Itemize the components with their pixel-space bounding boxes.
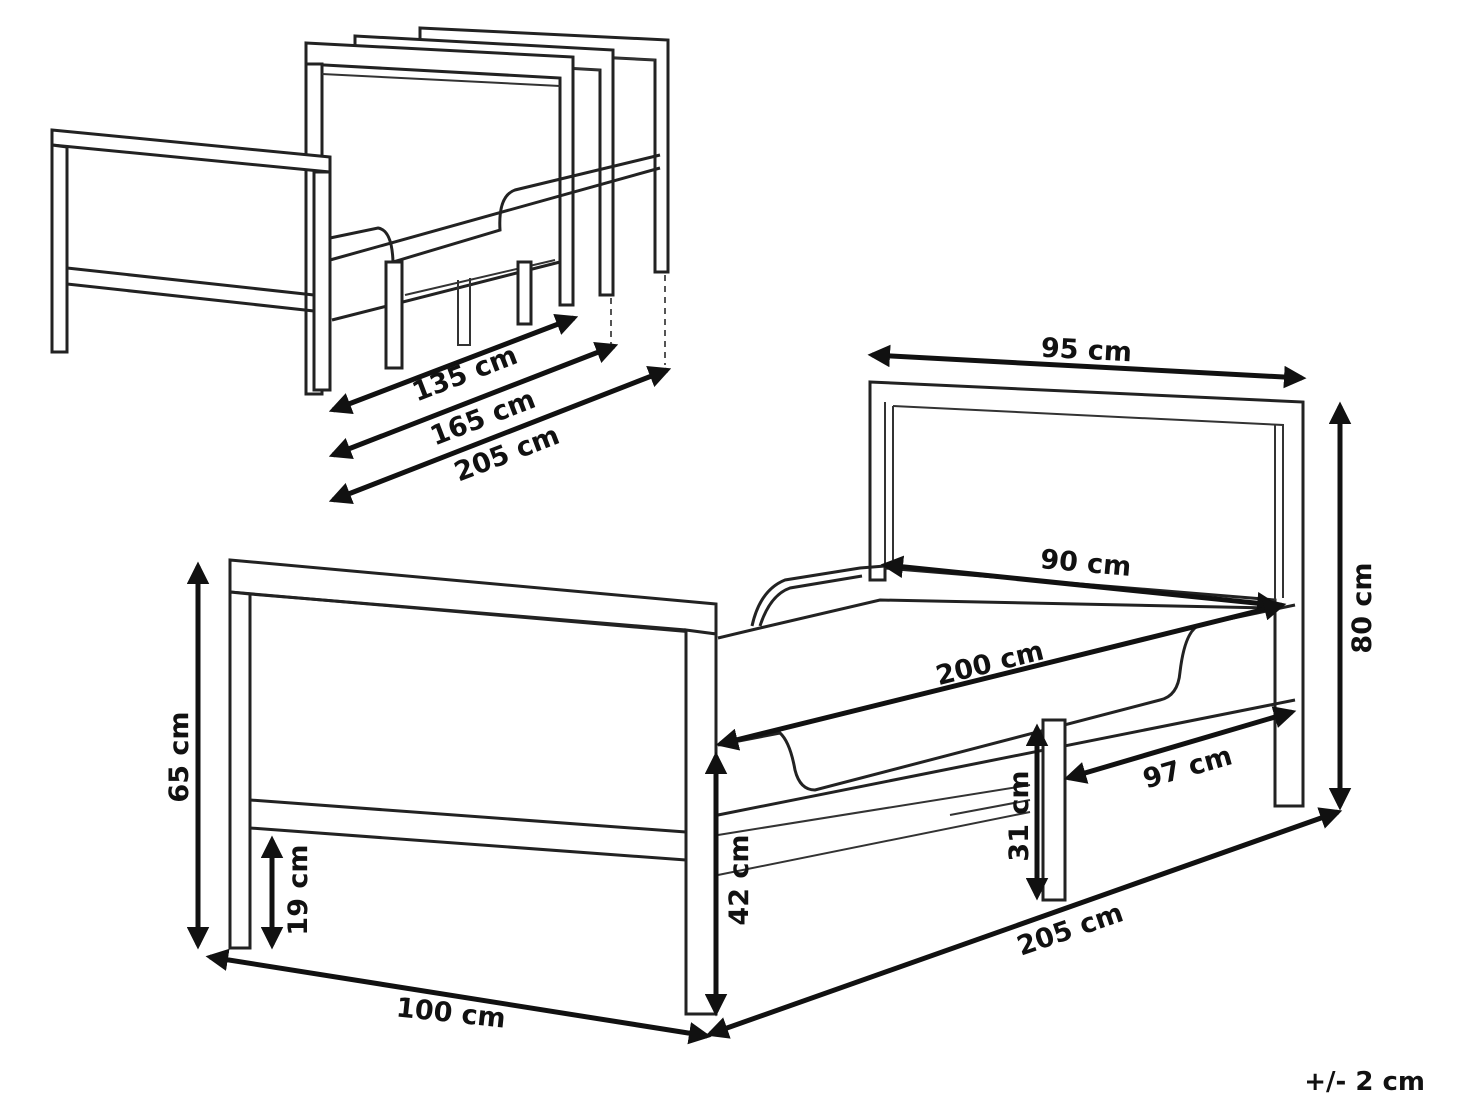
label-80-cm: 80 cm xyxy=(1347,562,1378,653)
dimension-arrow-205 xyxy=(705,807,1343,1039)
label-95-cm: 95 cm xyxy=(1040,333,1133,369)
middle-leg xyxy=(1041,718,1067,902)
tolerance-note: +/- 2 cm xyxy=(1304,1067,1425,1097)
footboard xyxy=(228,558,718,1016)
dimension-arrow-90 xyxy=(880,555,1280,615)
label-42-cm: 42 cm xyxy=(724,834,755,925)
label-100-cm: 100 cm xyxy=(395,992,508,1034)
dimension-arrow-97 xyxy=(1063,706,1297,784)
dimension-arrow-100 xyxy=(205,948,712,1045)
extendable-bed-illustration: 135 cm 165 cm 205 cm xyxy=(50,26,672,504)
label-200-cm: 200 cm xyxy=(933,635,1047,692)
label-97-cm: 97 cm xyxy=(1140,740,1236,795)
footboard-top xyxy=(50,128,332,392)
label-31-cm: 31 cm xyxy=(1004,770,1035,861)
dimension-arrow-200 xyxy=(715,598,1287,751)
head-side-guard xyxy=(750,564,886,627)
label-65-cm: 65 cm xyxy=(164,711,195,802)
mattress-top-edge xyxy=(717,598,1271,640)
dimension-arrow-95 xyxy=(867,344,1307,389)
bed-illustration: 95 cm 90 cm 200 cm 80 cm 65 cm 19 cm 42 … xyxy=(164,333,1378,1045)
headboard-position-1 xyxy=(304,41,575,396)
dimension-arrow-205 xyxy=(328,366,672,504)
label-19-cm: 19 cm xyxy=(283,844,314,935)
